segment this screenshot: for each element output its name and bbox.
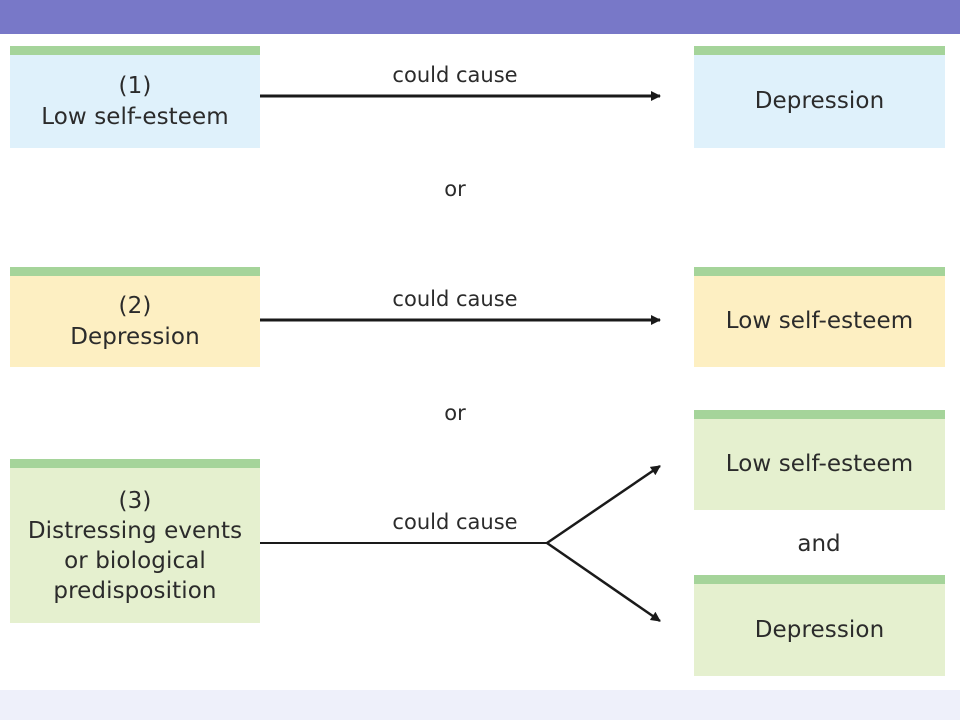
cause-number-3: (3) [118,487,152,514]
effect-box-1: Depression [694,46,945,148]
effect-text-2: Low self-esteem [725,308,914,334]
cause-text-3-line1: Distressing events [27,517,243,544]
effect-text-3-bottom: Depression [754,616,885,643]
arrow-3-up [546,464,661,545]
effect-text-1: Depression [754,88,885,114]
effect-text-3-top: Low self-esteem [725,451,914,477]
cause-number-1: (1) [118,72,152,99]
footer-bar [0,690,960,720]
effect-box-2: Low self-esteem [694,267,945,367]
cause-text-3-line2: or biological [64,547,206,574]
edge-label-3: could cause [392,510,518,534]
cause-box-3: (3) Distressing events or biological pre… [10,459,260,623]
connector-or-2: or [444,401,466,425]
cause-text-3-line3: predisposition [53,577,217,604]
connector-or-1: or [444,177,466,201]
effect-box-3-bottom: Depression [694,575,945,676]
cause-text-1: Low self-esteem [41,103,229,130]
effect-box-3-top: Low self-esteem [694,410,945,510]
arrow-3-down [546,541,661,623]
header-bar [0,0,960,34]
cause-text-2: Depression [70,323,200,350]
cause-box-2: (2) Depression [10,267,260,367]
edge-label-2: could cause [392,287,518,311]
edge-label-1: could cause [392,63,518,87]
cause-number-2: (2) [118,292,152,319]
effect-joiner-and: and [797,531,841,557]
cause-box-1: (1) Low self-esteem [10,46,260,148]
